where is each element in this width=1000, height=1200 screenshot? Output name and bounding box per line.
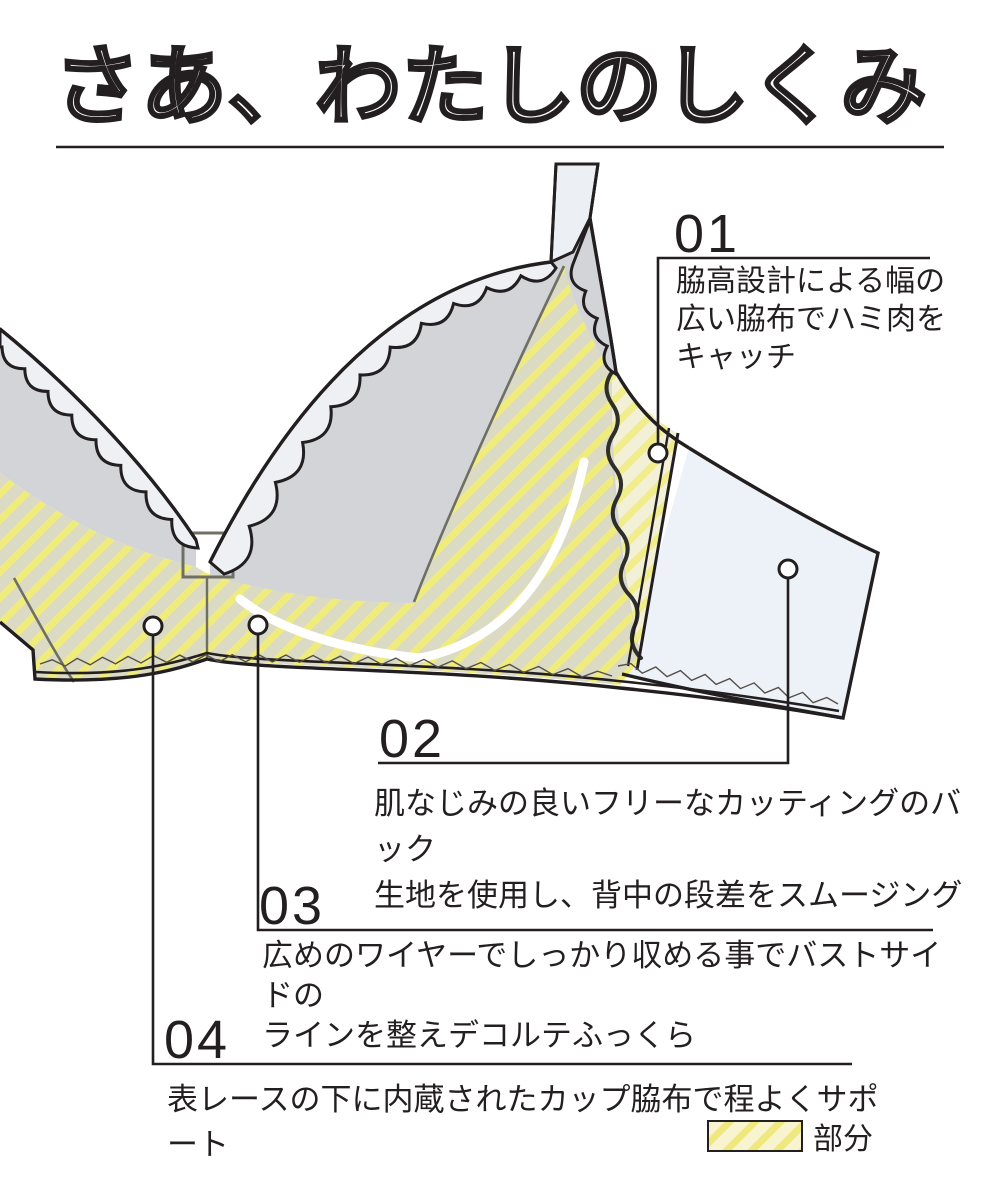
callout-04-number: 04	[164, 1010, 231, 1070]
callout-03-number: 03	[259, 876, 326, 936]
legend: 部分	[707, 1114, 873, 1158]
band-stitch-zigzag	[39, 653, 613, 678]
callout-03-text: 広めのワイヤーでしっかり収める事でバストサイドの ラインを整えデコルテふっくら	[262, 938, 942, 1053]
right-cup-inner-outline	[208, 260, 552, 563]
strap-outline	[549, 163, 600, 263]
legend-label: 部分	[813, 1123, 873, 1156]
band-bottom-inner	[35, 651, 840, 713]
wing-seam-outer	[635, 432, 680, 671]
callout-03-leader	[256, 634, 933, 932]
callout-02-text: 肌なじみの良いフリーなカッティングのバック 生地を使用し、背中の段差をスムージン…	[374, 786, 963, 913]
callout-04-text: 表レースの下に内蔵されたカップ脇布で程よくサポート	[167, 1082, 879, 1162]
callout-01-dot-icon	[647, 442, 669, 464]
callout-01-text: 脇高設計による幅の 広い脇布でハミ肉を キャッチ	[676, 265, 946, 374]
callout-03-dot-icon	[247, 614, 269, 636]
hatch-swatch-icon	[707, 1120, 803, 1152]
back-wing	[624, 448, 878, 718]
underwire-highlight	[235, 457, 589, 663]
wing-seam-inner	[626, 427, 671, 667]
side-sling-seam	[412, 265, 566, 603]
callout-02-leader	[378, 578, 790, 765]
wing-stitch-zigzag	[617, 662, 839, 705]
band-bottom-outer	[0, 620, 844, 720]
callout-01-number: 01	[674, 204, 741, 264]
callout-02-number: 02	[379, 709, 446, 769]
callout-04-dot-icon	[142, 615, 164, 637]
callout-02-dot-icon	[777, 558, 799, 580]
right-cup-outer-outline	[588, 217, 690, 450]
callout-01-leader	[656, 256, 930, 444]
callout-04-leader	[151, 635, 852, 1066]
left-cup-outline	[0, 327, 198, 541]
page-title: さあ、わたしのしくみ	[52, 38, 928, 135]
hatched-region-stripes	[0, 266, 641, 685]
